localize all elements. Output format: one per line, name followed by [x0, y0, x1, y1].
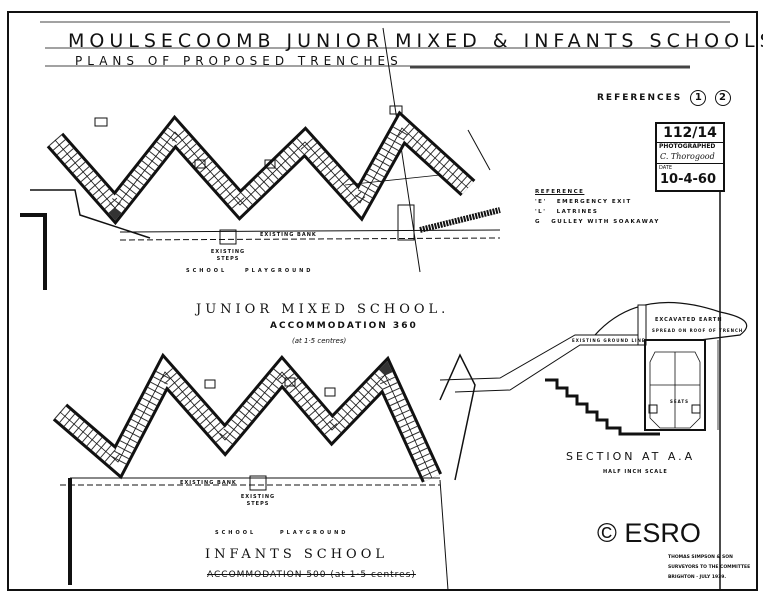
infants-accommodation: ACCOMMODATION 500 (at 1·5 centres): [207, 570, 416, 580]
legend-heading: REFERENCE: [535, 189, 585, 195]
infants-existing-bank: [60, 475, 440, 585]
junior-accommodation: ACCOMMODATION 360: [270, 321, 418, 331]
stamp-photographed-label: PHOTOGRAPHED: [659, 143, 716, 150]
junior-school-name: JUNIOR MIXED SCHOOL.: [196, 302, 450, 317]
junior-trench-plan: [46, 105, 491, 226]
junior-existing-bank: [20, 189, 501, 290]
stamp-date: 10-4-60: [660, 172, 717, 187]
surveyor-credit: THOMAS SIMPSON & SON SURVEYORS TO THE CO…: [668, 553, 750, 583]
references: REFERENCES 1 2: [597, 90, 731, 106]
junior-existing-steps-label: EXISTING STEPS: [210, 249, 246, 262]
infants-trench-plan: [52, 352, 476, 483]
section-scale: HALF INCH SCALE: [603, 469, 668, 475]
archive-stamp: 112/14 PHOTOGRAPHED C. Thorogood DATE 10…: [655, 122, 725, 192]
sheet-border: [7, 11, 758, 591]
ground-line-label: EXISTING GROUND LINE: [572, 338, 646, 343]
junior-school-label: SCHOOL: [186, 268, 228, 274]
excavated-earth-label: EXCAVATED EARTH: [655, 317, 723, 323]
legend-key: G: [535, 219, 542, 225]
legend-text: LATRINES: [556, 209, 599, 215]
legend-text: EMERGENCY EXIT: [556, 199, 632, 205]
section-title: SECTION AT A.A: [566, 450, 696, 463]
junior-existing-bank-label: EXISTING BANK: [260, 232, 317, 238]
legend-item: 'E' EMERGENCY EXIT: [535, 197, 660, 207]
legend-key: 'E': [535, 199, 547, 205]
seats-label: SEATS: [670, 399, 690, 404]
title-rules: [40, 21, 730, 69]
section-a-a-drawing: [439, 301, 748, 436]
infants-playground-label: PLAYGROUND: [280, 530, 349, 536]
stamp-date-label: DATE: [659, 165, 673, 171]
infants-school-name: INFANTS SCHOOL: [205, 547, 389, 562]
drawing-subtitle: PLANS OF PROPOSED TRENCHES: [75, 54, 403, 68]
infants-existing-bank-label: EXISTING BANK: [180, 480, 237, 486]
legend-key: 'L': [535, 209, 547, 215]
infants-school-label: SCHOOL: [215, 530, 257, 536]
infants-existing-steps-label: EXISTING STEPS: [240, 494, 276, 507]
copyright-watermark: © ESRO: [597, 518, 701, 548]
excavated-earth-sub: SPREAD ON ROOF OF TRENCH: [652, 328, 744, 333]
legend-text: GULLEY WITH SOAKAWAY: [551, 219, 660, 225]
reference-1: 1: [690, 90, 707, 106]
reference-legend: REFERENCE 'E' EMERGENCY EXIT 'L' LATRINE…: [535, 187, 660, 227]
stamp-number: 112/14: [657, 124, 723, 143]
drawing-title: MOULSECOOMB JUNIOR MIXED & INFANTS SCHOO…: [68, 30, 763, 52]
junior-centres: (at 1·5 centres): [292, 337, 347, 345]
credit-line: BRIGHTON · JULY 1939.: [668, 575, 727, 580]
reference-2: 2: [714, 90, 731, 106]
credit-line: SURVEYORS TO THE COMMITTEE: [668, 565, 751, 570]
junior-playground-label: PLAYGROUND: [245, 268, 314, 274]
credit-line: THOMAS SIMPSON & SON: [668, 555, 733, 560]
legend-item: 'L' LATRINES: [535, 207, 660, 217]
section-line-lower: [439, 479, 449, 591]
legend-item: G GULLEY WITH SOAKAWAY: [535, 217, 660, 227]
references-label: REFERENCES: [597, 93, 683, 103]
stamp-signature: C. Thorogood: [657, 151, 723, 164]
